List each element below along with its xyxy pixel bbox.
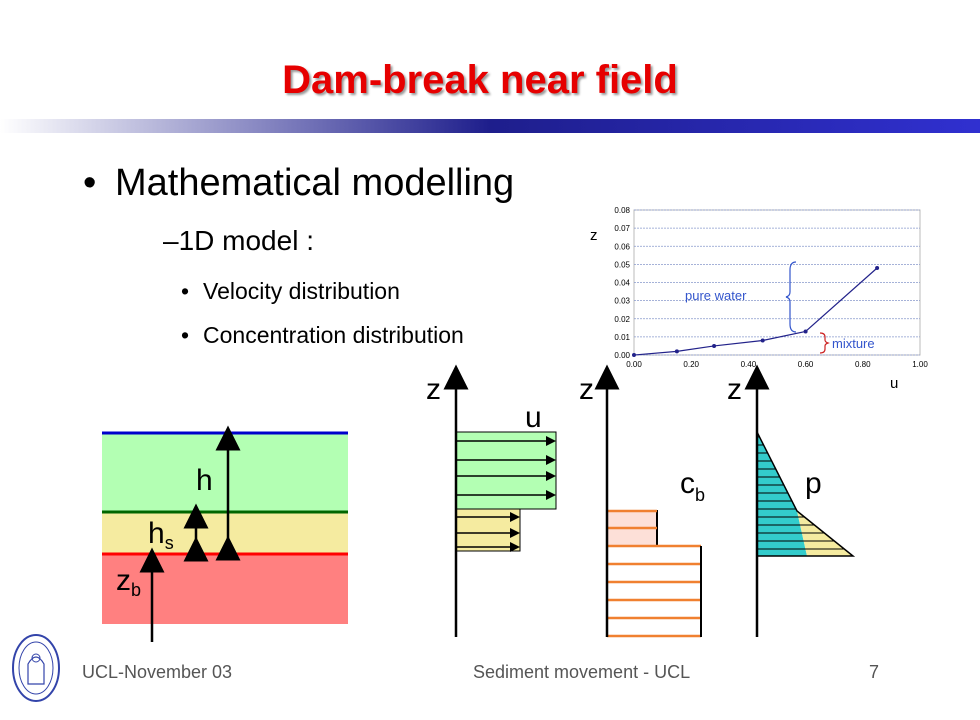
concentration-cb-label: cb [680, 467, 705, 505]
chart-x-tick-label: 0.60 [798, 360, 814, 369]
chart-x-tick-label: 0.00 [626, 360, 642, 369]
velocity-arrowhead [510, 512, 520, 522]
pressure-water-area [757, 432, 807, 556]
pressure-profile: z p [727, 364, 856, 637]
velocity-mixture-block [455, 508, 521, 552]
chart-y-tick-label: 0.01 [614, 333, 630, 342]
velocity-z-label: z [426, 373, 441, 406]
bullet-level1-text: Mathematical modelling [115, 162, 515, 204]
chart-point [760, 338, 765, 343]
pure-water-brace [785, 261, 797, 333]
slide-title: Dam-break near field [282, 58, 678, 102]
chart-x-axis-label: u [890, 375, 898, 392]
velocity-arrows [456, 436, 556, 552]
footer-title: Sediment movement - UCL [473, 662, 691, 682]
zb-label: zb [116, 564, 141, 600]
hs-label: hs [148, 517, 174, 553]
university-seal-logo [12, 634, 60, 702]
chart-point [632, 353, 636, 357]
chart-series-line [633, 267, 878, 356]
pressure-z-label: z [727, 373, 742, 406]
bullet-level3-concentration: • Concentration distribution [181, 322, 464, 348]
chart-x-tick-label: 0.80 [855, 360, 871, 369]
chart-y-tick-label: 0.08 [614, 206, 630, 215]
concentration-profile: z cb [579, 364, 705, 638]
chart-y-tick-label: 0.07 [614, 224, 630, 233]
title-underline-bar [0, 119, 980, 133]
chart-y-tick-label: 0.04 [614, 279, 630, 288]
chart-y-tick-label: 0.03 [614, 297, 630, 306]
layer-diagram: h hs zb [102, 425, 348, 642]
velocity-water-block [455, 431, 557, 510]
pressure-p-label: p [805, 467, 822, 500]
chart-y-tick-label: 0.00 [614, 351, 630, 360]
chart-y-tick-label: 0.05 [614, 260, 630, 269]
bullet-level2-text: 1D model : [178, 225, 314, 256]
velocity-profile-chart: 0.00 0.01 0.02 0.03 0.04 0.05 0.06 0.07 0.08 0.0… [590, 206, 928, 392]
velocity-arrowhead [546, 436, 556, 446]
velocity-profile: z u [426, 364, 557, 637]
concentration-bed-lines [607, 509, 701, 638]
footer-page-number: 7 [869, 662, 880, 682]
bullet-velocity-text: Velocity distribution [203, 278, 400, 304]
chart-y-axis-label: z [590, 227, 598, 244]
concentration-z-label: z [579, 373, 594, 406]
chart-points [632, 266, 880, 357]
velocity-arrowhead [546, 490, 556, 500]
velocity-arrowhead [546, 471, 556, 481]
bullet-concentration-text: Concentration distribution [203, 322, 464, 348]
chart-x-tick-label: 0.20 [683, 360, 699, 369]
h-label: h [196, 464, 213, 497]
footer-date: UCL-November 03 [82, 662, 233, 682]
mixture-layer [102, 512, 348, 554]
mixture-label: mixture [832, 336, 875, 351]
chart-point [712, 343, 717, 348]
chart-y-tick-label: 0.02 [614, 315, 630, 324]
chart-point [803, 329, 808, 334]
bullet-level3-velocity: • Velocity distribution [181, 278, 400, 304]
chart-point [875, 266, 880, 270]
bullet-level1: • Mathematical modelling [83, 162, 515, 204]
chart-grid [633, 209, 921, 356]
chart-y-ticks: 0.00 0.01 0.02 0.03 0.04 0.05 0.06 0.07 0.08 [614, 206, 630, 360]
chart-point [674, 349, 679, 354]
velocity-arrowhead [546, 455, 556, 465]
mixture-brace [819, 332, 830, 354]
velocity-u-label: u [525, 401, 542, 434]
water-layer [102, 433, 348, 512]
velocity-arrowhead [510, 528, 520, 538]
velocity-arrowhead [510, 542, 520, 552]
chart-y-tick-label: 0.06 [614, 242, 630, 251]
bullet-level2: –1D model : [163, 225, 314, 256]
pure-water-label: pure water [685, 288, 747, 303]
chart-x-tick-label: 1.00 [912, 360, 928, 369]
